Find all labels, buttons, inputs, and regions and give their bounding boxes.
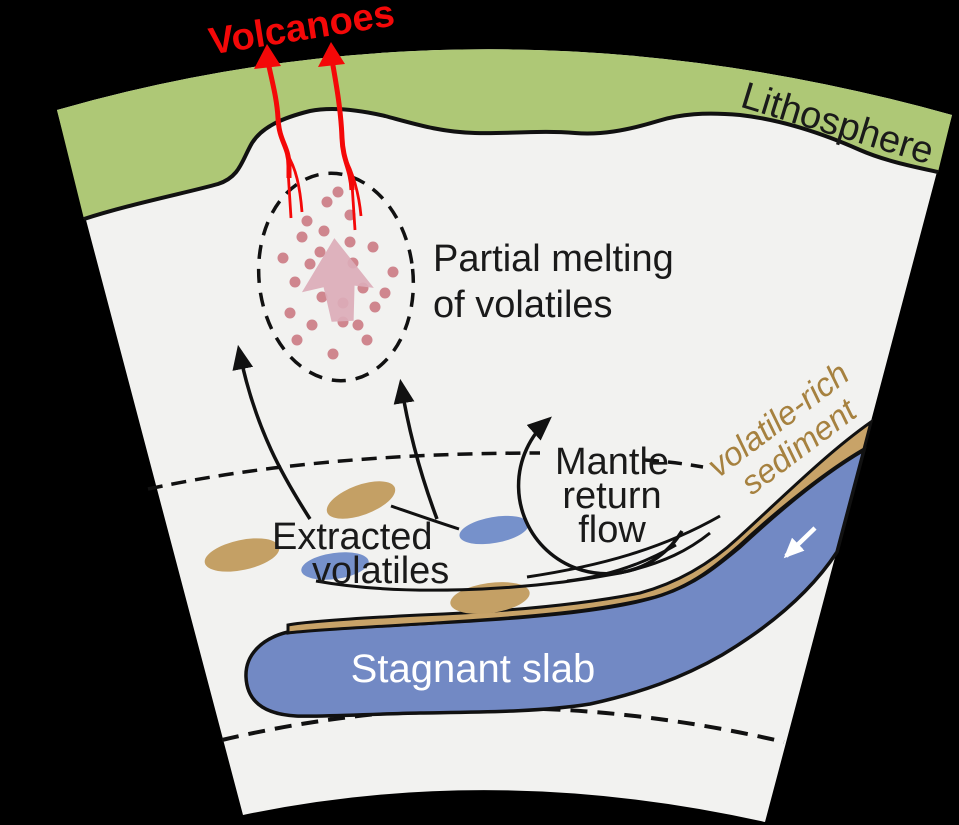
melt-dot xyxy=(304,258,316,270)
extracted-volatiles-label-line2: volatiles xyxy=(312,550,449,592)
sediment-band xyxy=(286,418,874,635)
melt-dot xyxy=(316,291,328,303)
volcano-branch xyxy=(285,153,304,213)
stagnant-slab-label: Stagnant slab xyxy=(351,647,596,691)
mantle-return-flow-arrow xyxy=(516,416,684,576)
melt-dot xyxy=(306,319,318,331)
volcano-arrowhead-left xyxy=(254,44,281,69)
melt-dot xyxy=(289,276,301,288)
melt-dot xyxy=(369,301,381,313)
volcano-arrows xyxy=(265,59,363,231)
tan-volatile-blob xyxy=(326,481,396,519)
melt-dot xyxy=(296,231,308,243)
rising-volatiles-arrow-right xyxy=(393,378,439,520)
volcano-arrowhead-right xyxy=(318,42,345,67)
melt-dot xyxy=(387,266,399,278)
melt-dot xyxy=(314,246,326,258)
melt-dot xyxy=(277,252,289,264)
blue-volatile-blob xyxy=(301,552,369,580)
partial-melting-label-line1: Partial melting xyxy=(433,238,674,280)
melt-dot xyxy=(379,287,391,299)
volcano-branch xyxy=(286,169,293,219)
melt-dot xyxy=(291,334,303,346)
melt-zone-ellipse xyxy=(256,171,416,383)
moho-boundary-line xyxy=(83,106,939,221)
extracted-volatile-blobs xyxy=(204,481,530,614)
mantle-return-flow-label-line1: Mantle xyxy=(555,441,669,483)
mantle-return-flow-label-line2: return xyxy=(562,475,661,517)
melt-dot xyxy=(344,236,356,248)
tan-volatile-blob xyxy=(204,538,280,572)
mantle-return-flow-label-line3: flow xyxy=(578,509,646,551)
melt-dot xyxy=(352,319,364,331)
melt-dot xyxy=(321,196,333,208)
rising-volatiles-arrow-left xyxy=(232,344,312,520)
leader-line-extracted xyxy=(390,504,460,531)
lithosphere-band xyxy=(57,49,952,220)
melt-dot xyxy=(284,307,296,319)
slab-motion-arrow xyxy=(783,526,817,559)
flow-line-1 xyxy=(526,514,721,579)
melt-dot xyxy=(301,215,313,227)
blue-volatile-blob xyxy=(459,515,529,545)
upper-dashed-boundary-right xyxy=(644,458,704,469)
melt-rise-arrow xyxy=(301,238,374,322)
melt-dot xyxy=(332,186,344,198)
melt-dot xyxy=(361,334,373,346)
melt-dot xyxy=(367,241,379,253)
volcano-branch xyxy=(350,183,357,231)
partial-melting-label-line2: of volatiles xyxy=(433,284,613,326)
extracted-volatiles-label-line1: Extracted xyxy=(272,516,433,558)
melt-dot xyxy=(318,225,330,237)
volcano-branch xyxy=(342,155,363,217)
melt-dot xyxy=(327,348,339,360)
volcano-conduit-right xyxy=(329,59,355,191)
